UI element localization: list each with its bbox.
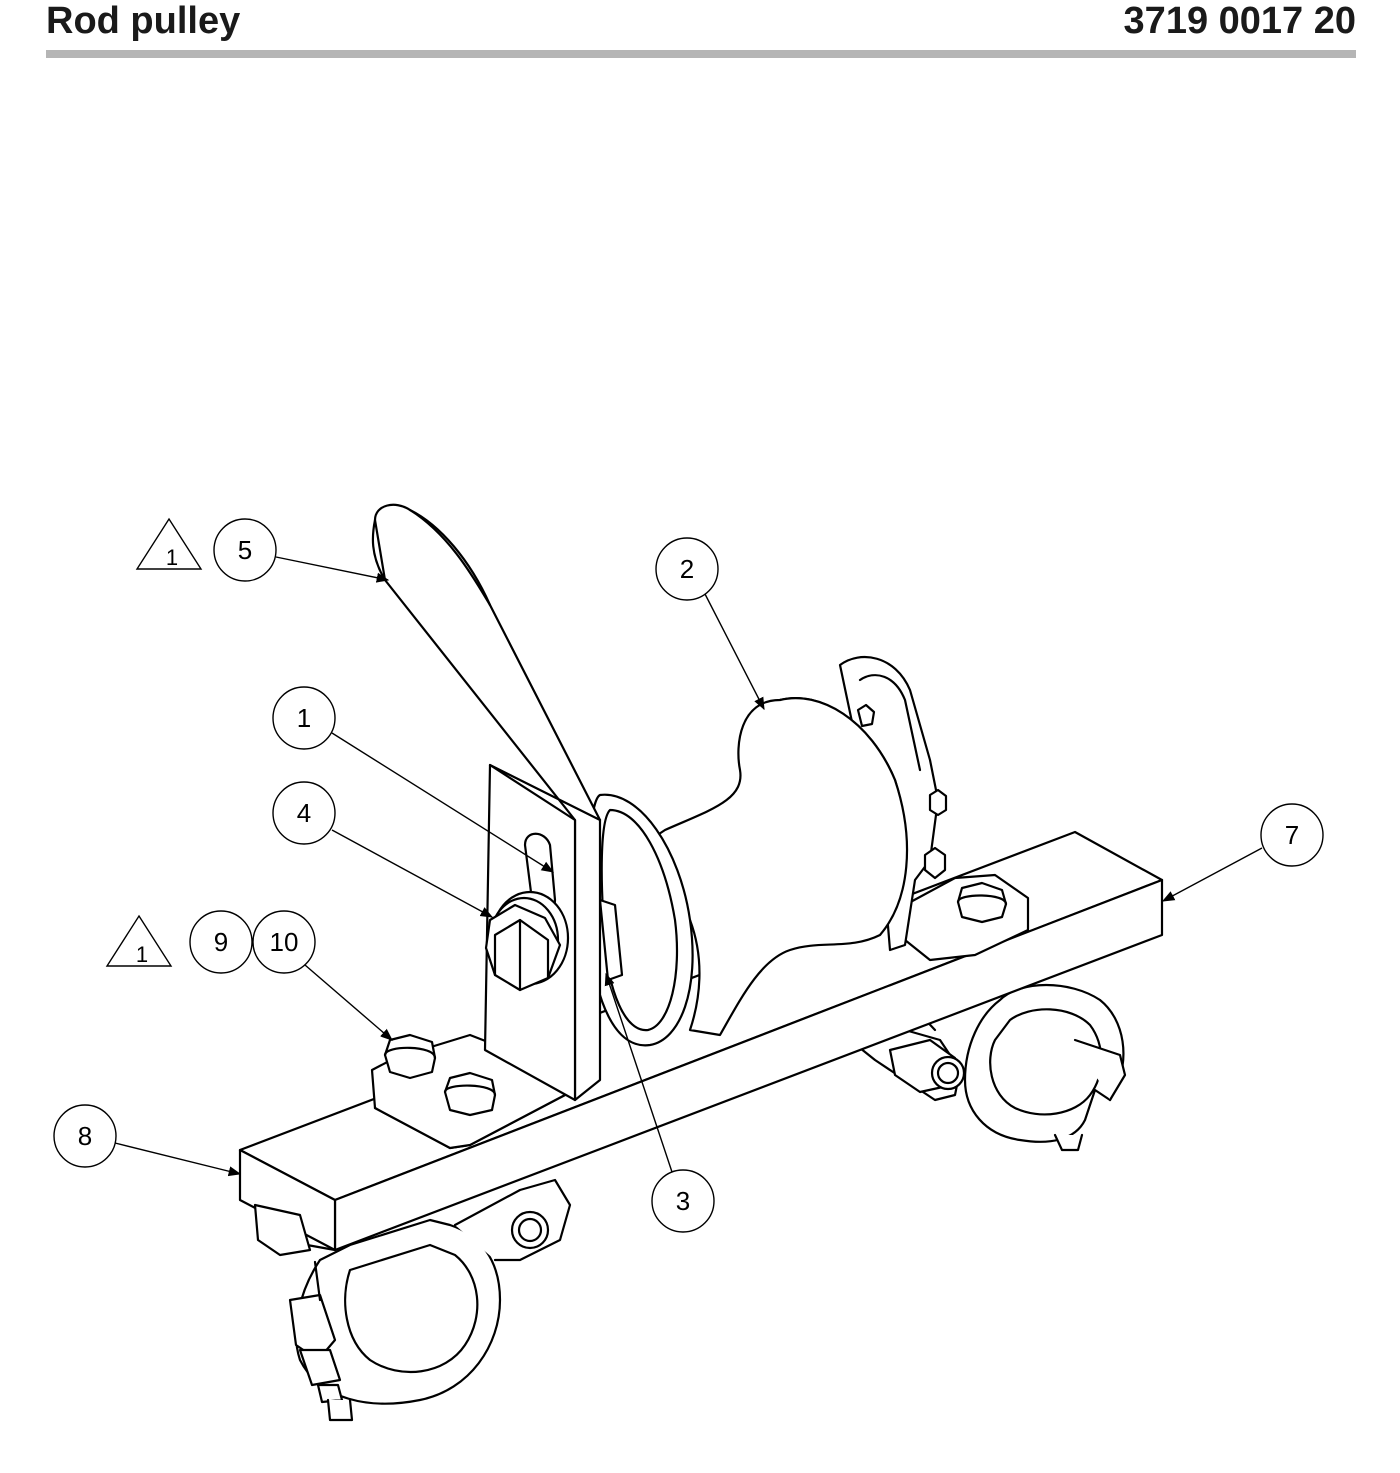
svg-text:9: 9: [214, 927, 228, 957]
rear-nuts: [856, 703, 948, 880]
part-number: 3719 0017 20: [1123, 0, 1356, 42]
svg-text:1: 1: [166, 545, 178, 570]
leader-4: [331, 829, 494, 918]
warning-triangle-1: 1: [135, 517, 203, 570]
plate-bolt-right: [956, 881, 1008, 924]
callout-7: 7: [1260, 803, 1324, 867]
callout-4: 4: [272, 781, 336, 845]
svg-text:3: 3: [676, 1186, 690, 1216]
callout-1: 1: [272, 686, 336, 750]
header-rule: [46, 50, 1356, 58]
leader-10: [304, 964, 393, 1041]
leader-7: [1161, 847, 1263, 902]
callout-5: 5: [213, 518, 277, 582]
axle-bolt: [484, 890, 570, 992]
svg-text:1: 1: [136, 942, 148, 967]
svg-text:5: 5: [238, 535, 252, 565]
right-clamp: [836, 984, 1127, 1152]
leader-1: [331, 732, 555, 873]
warning-triangle-2: 1: [105, 914, 173, 967]
svg-text:2: 2: [680, 554, 694, 584]
base-bolt-left: [383, 1033, 437, 1080]
svg-text:7: 7: [1285, 820, 1299, 850]
roller: [586, 697, 909, 1047]
leader-2: [704, 593, 765, 711]
front-bracket: [371, 503, 602, 1102]
callout-8: 8: [53, 1104, 117, 1168]
leader-3: [604, 972, 673, 1173]
leader-8: [114, 1142, 242, 1177]
left-clamp: [253, 1178, 572, 1422]
svg-text:1: 1: [297, 703, 311, 733]
callout-9: 9: [189, 910, 253, 974]
leader-5: [275, 556, 390, 583]
svg-text:10: 10: [270, 927, 299, 957]
callout-10: 10: [252, 910, 316, 974]
leader-lines: [114, 556, 1263, 1177]
page-title: Rod pulley: [46, 0, 241, 42]
callout-3: 3: [651, 1169, 715, 1233]
header: Rod pulley 3719 0017 20: [46, 0, 1356, 46]
callout-2: 2: [655, 537, 719, 601]
svg-text:4: 4: [297, 798, 311, 828]
svg-text:8: 8: [78, 1121, 92, 1151]
base-bolt-right: [443, 1071, 497, 1117]
